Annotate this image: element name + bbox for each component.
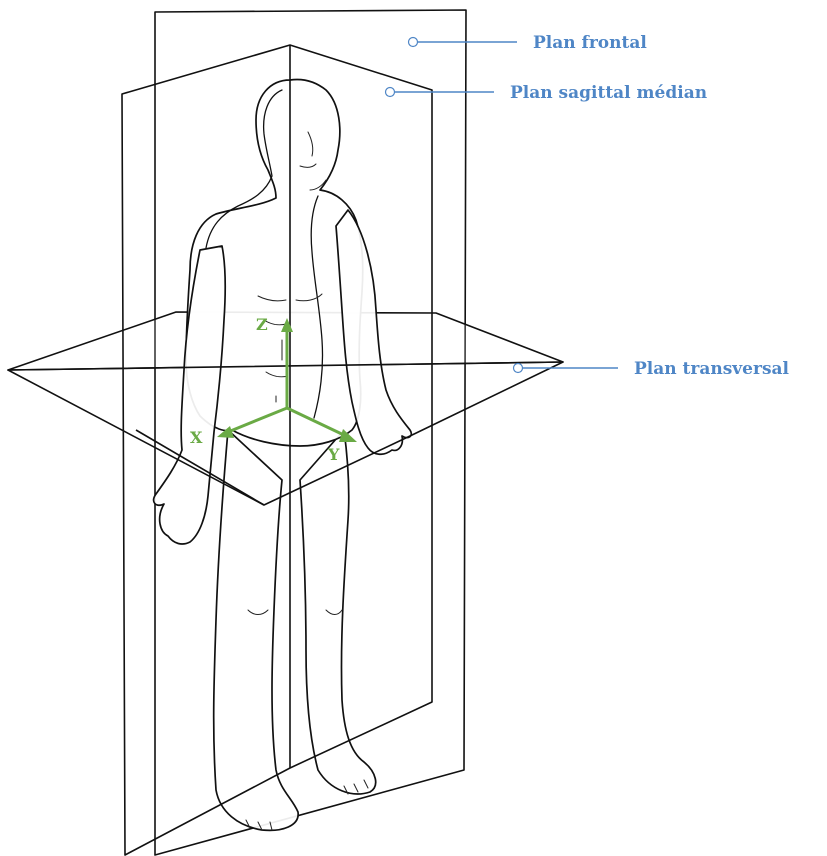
frontal-leader-dot <box>409 38 418 47</box>
transversal-leader-dot <box>514 364 523 373</box>
y-axis-label: Y <box>327 445 340 464</box>
sagittal-leader-dot <box>386 88 395 97</box>
x-axis-label: X <box>190 428 203 447</box>
sagittal-plane-label: Plan sagittal médian <box>510 83 707 103</box>
transversal-plane-label: Plan transversal <box>634 359 790 379</box>
frontal-plane-label: Plan frontal <box>533 33 647 53</box>
z-axis-label: Z <box>256 315 268 334</box>
